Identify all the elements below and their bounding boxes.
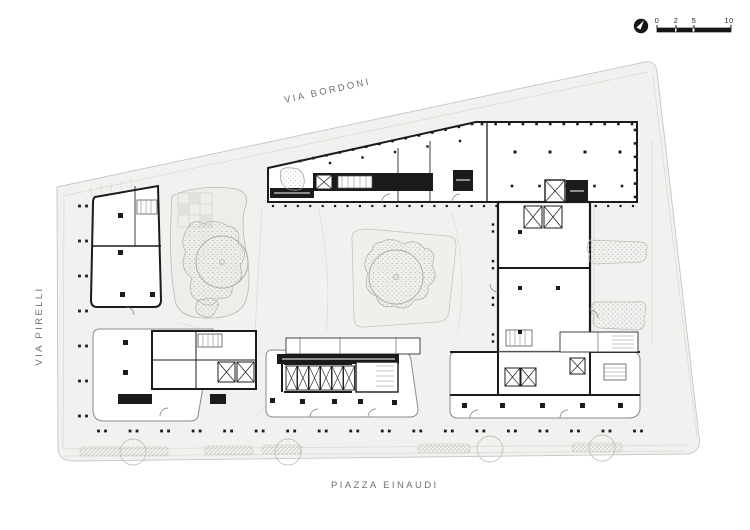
scale-tick-5: 5: [692, 16, 697, 25]
patio-garden-blob: [280, 167, 305, 191]
planting-blob-lower: [195, 297, 219, 318]
scale-tick-10: 10: [724, 16, 733, 25]
core-bar: [270, 170, 473, 198]
column-pairs-bottom-row: [97, 429, 643, 433]
canopy-columns: [270, 398, 397, 405]
interior-columns: [518, 230, 560, 334]
garden-right-patches: [586, 239, 648, 331]
door-arcs: [125, 193, 599, 419]
scale-tick-0: 0: [655, 16, 660, 25]
label-piazza-einaudi: PIAZZA EINAUDI: [331, 480, 439, 491]
column-dots-top: [480, 122, 634, 126]
street-trees: [119, 434, 616, 466]
stair-hatch: [376, 365, 394, 387]
stair-hatch: [197, 333, 223, 348]
stair-x-box: [315, 174, 333, 190]
building-right-tower: [491, 179, 592, 354]
interior-columns: [123, 340, 128, 375]
stair-x-box: [504, 357, 586, 387]
garden-center: [351, 228, 457, 328]
building-bottom-left: [92, 328, 257, 422]
scale-tick-2: 2: [674, 16, 679, 25]
interior-columns: [118, 213, 155, 297]
column-dots-diagonal: [298, 122, 474, 163]
building-bottom-middle: [265, 337, 421, 418]
garden-left: [170, 186, 250, 319]
stair-hatch: [603, 363, 627, 381]
paving-grid: [177, 192, 213, 228]
elevator-bank: [281, 363, 355, 393]
column-dots-right: [633, 128, 637, 199]
scale-bar: 0 2 5 10: [655, 16, 733, 33]
label-via-pirelli: VIA PIRELLI: [34, 286, 45, 365]
stair-hatch: [136, 199, 158, 215]
tree-canopy: [368, 249, 424, 305]
column-pairs-left-edge: [78, 204, 88, 418]
tree-canopy: [195, 235, 249, 289]
column-dots-inner-diagonal: [328, 139, 462, 165]
canopy-columns: [462, 403, 623, 408]
stair-x-box: [217, 361, 255, 383]
tower-edge-ticks: [491, 223, 495, 343]
stair-x-box: [523, 205, 563, 229]
column-dots-hall-row1: [513, 150, 622, 154]
planting-blob: [364, 239, 436, 309]
building-left: [89, 184, 163, 308]
label-via-bordoni: VIA BORDONI: [283, 76, 371, 106]
north-arrow-icon: [633, 18, 649, 34]
building-bottom-right: [449, 331, 641, 419]
